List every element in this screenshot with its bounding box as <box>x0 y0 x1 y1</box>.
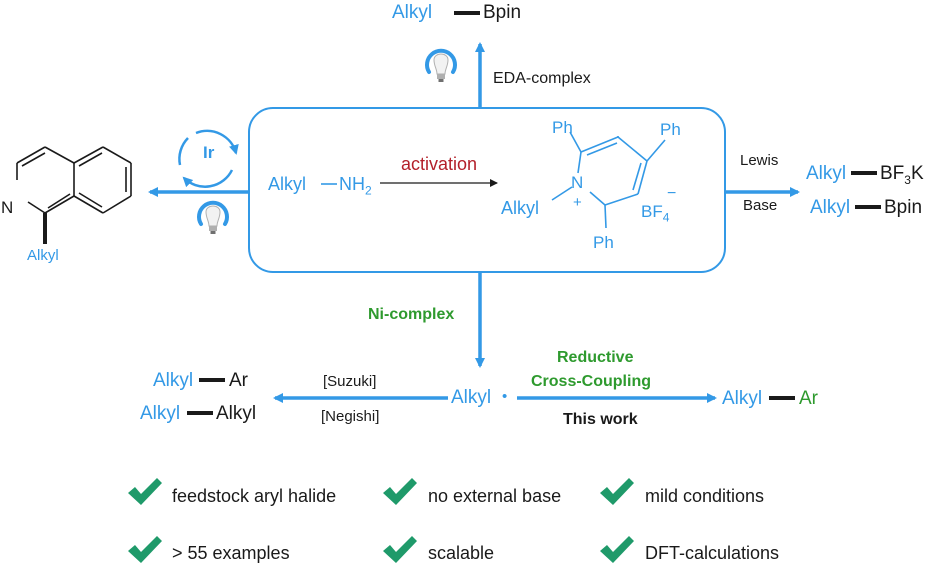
ni-complex-label: Ni-complex <box>368 306 455 323</box>
cross-coupling-label: Cross-Coupling <box>531 373 651 390</box>
pyridinium-n: N <box>571 173 584 192</box>
reductive-label: Reductive <box>557 349 634 366</box>
feature-examples: > 55 examples <box>172 543 290 563</box>
amine-nh: NH <box>339 174 365 194</box>
feature-dft: DFT-calculations <box>645 543 780 563</box>
bl-product2-alkyl: Alkyl <box>140 403 181 424</box>
bl-product1-ar: Ar <box>229 370 248 391</box>
top-product-alkyl: Alkyl <box>392 2 433 23</box>
check-icon <box>600 478 634 505</box>
bf3-label: BF <box>880 163 905 184</box>
br-product-alkyl: Alkyl <box>722 388 763 409</box>
light-bulb-icon <box>425 48 457 82</box>
eda-complex-label: EDA-complex <box>493 70 591 87</box>
alkyl-radical: Alkyl <box>451 387 492 408</box>
phenyl-top-right: Ph <box>660 120 681 139</box>
isoquinoline-structure <box>16 146 132 214</box>
negishi-label: [Negishi] <box>321 408 380 425</box>
lewis-base-line2: Base <box>743 197 778 214</box>
check-icon <box>128 478 162 505</box>
radical-dot: • <box>502 388 508 405</box>
feature-no-base: no external base <box>428 486 562 506</box>
counterion-subscript: 4 <box>662 210 670 225</box>
ir-catalyst-label: Ir <box>203 143 215 162</box>
amine-nh2: NH2 <box>339 175 372 197</box>
isoquinoline-n: N <box>1 198 14 217</box>
light-bulb-icon <box>197 200 229 234</box>
check-icon <box>383 478 417 505</box>
suzuki-label: [Suzuki] <box>323 373 377 390</box>
feature-feedstock: feedstock aryl halide <box>172 486 337 506</box>
counterion: BF4 <box>641 203 669 223</box>
this-work-label: This work <box>563 411 638 428</box>
check-icon <box>128 536 162 563</box>
right-product2-bpin: Bpin <box>884 197 923 218</box>
isoquinoline-alkyl: Alkyl <box>27 247 59 264</box>
br-product-ar: Ar <box>799 388 818 409</box>
right-product2-alkyl: Alkyl <box>810 197 851 218</box>
central-box <box>248 107 726 273</box>
amine-alkyl: Alkyl <box>268 174 307 194</box>
phenyl-top-left: Ph <box>552 118 573 137</box>
phenyl-bottom: Ph <box>593 233 614 252</box>
pyridinium-ring <box>551 131 666 229</box>
catalytic-cycle-icon <box>178 129 239 188</box>
bl-product2-alkyl-group: Alkyl <box>216 403 257 424</box>
feature-scalable: scalable <box>428 543 495 563</box>
amine-subscript: 2 <box>365 183 372 198</box>
check-icon <box>600 536 634 563</box>
right-product1-group: BF3K <box>880 164 924 186</box>
bl-product1-alkyl: Alkyl <box>153 370 194 391</box>
lewis-base-line1: Lewis <box>740 152 779 169</box>
check-icon <box>383 536 417 563</box>
top-product-bpin: Bpin <box>483 2 522 23</box>
pyridinium-charge: + <box>573 194 582 211</box>
counterion-bf: BF <box>641 202 663 221</box>
pyridinium-alkyl: Alkyl <box>501 198 540 218</box>
feature-mild: mild conditions <box>645 486 765 506</box>
potassium-label: K <box>910 163 924 184</box>
activation-label: activation <box>401 154 478 174</box>
bf3-subscript: 3 <box>904 172 911 187</box>
counterion-charge: − <box>667 185 677 202</box>
right-product1-alkyl: Alkyl <box>806 163 847 184</box>
